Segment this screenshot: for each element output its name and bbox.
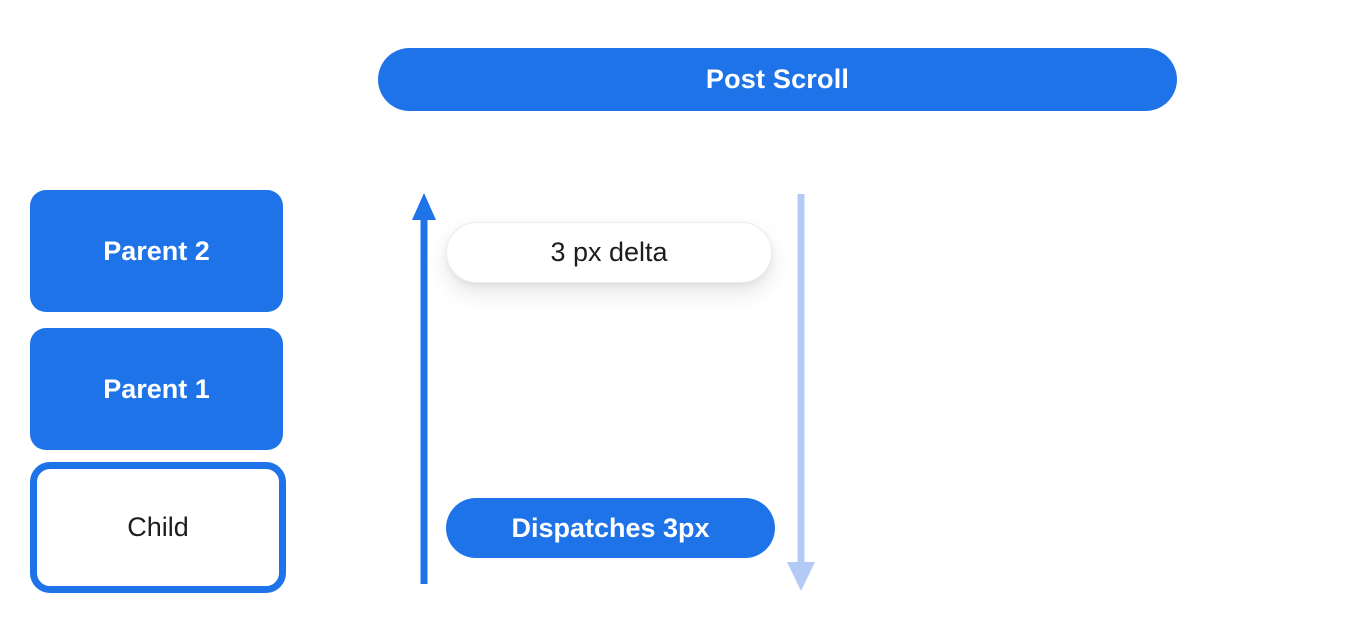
dispatch-pill: Dispatches 3px: [446, 498, 775, 558]
node-parent-1-label: Parent 1: [103, 373, 210, 404]
up-arrow-icon: [412, 193, 436, 584]
down-arrow-icon: [787, 194, 815, 591]
post-scroll-label: Post Scroll: [705, 64, 850, 94]
node-child-label: Child: [127, 512, 189, 542]
post-scroll-header: Post Scroll: [378, 48, 1177, 111]
dispatch-label: Dispatches 3px: [511, 512, 710, 543]
node-parent-2-label: Parent 2: [103, 235, 210, 266]
node-child: Child: [30, 462, 286, 593]
node-parent-2: Parent 2: [30, 190, 283, 312]
node-parent-1: Parent 1: [30, 328, 283, 450]
delta-pill: 3 px delta: [446, 222, 772, 283]
delta-label: 3 px delta: [550, 237, 668, 267]
